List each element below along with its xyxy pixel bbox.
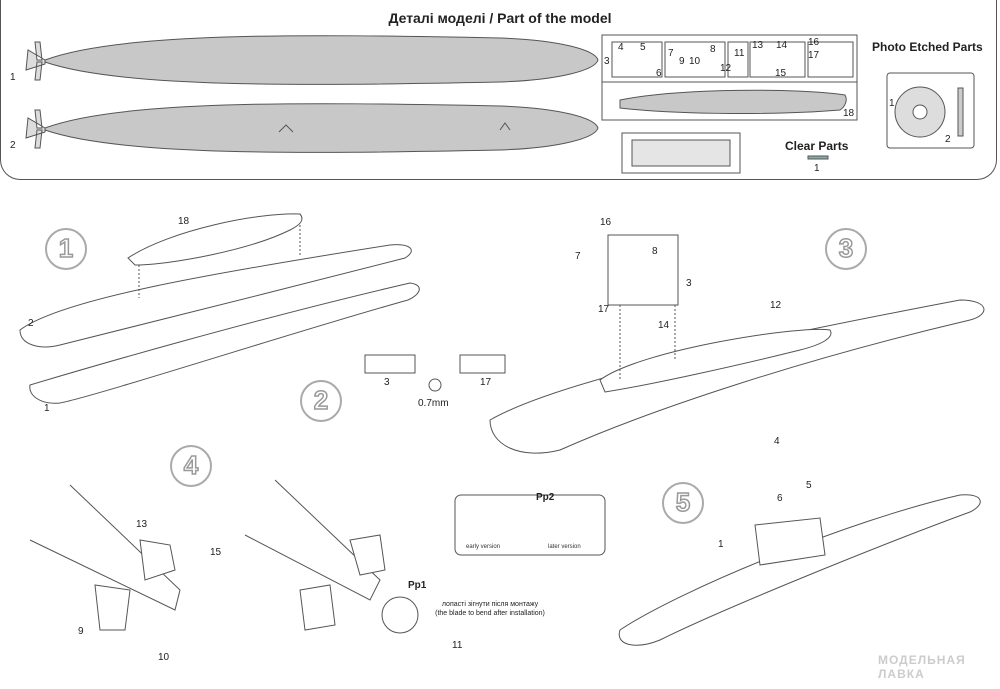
sprue-label: 18 bbox=[843, 108, 855, 119]
clear-parts-title: Clear Parts bbox=[785, 139, 849, 153]
pe-label: 2 bbox=[945, 134, 951, 145]
step4-label-11: 11 bbox=[452, 640, 463, 651]
step2-label: 3 bbox=[384, 377, 390, 388]
sprue-label: 3 bbox=[604, 56, 610, 67]
step3-label: 7 bbox=[575, 251, 581, 262]
hull-part-2 bbox=[44, 103, 599, 153]
step4-label: 13 bbox=[136, 519, 148, 530]
sprue-label: 10 bbox=[689, 56, 701, 67]
step5-label: 1 bbox=[718, 539, 724, 550]
step4-tail bbox=[29, 484, 181, 611]
step5-label: 4 bbox=[774, 436, 780, 447]
hull2-label: 2 bbox=[10, 140, 16, 151]
step4-note: лопасті зігнути після монтажу (the blade… bbox=[430, 600, 550, 618]
step3-label: 8 bbox=[652, 246, 658, 257]
watermark: МОДЕЛЬНАЯ ЛАВКА bbox=[878, 653, 966, 681]
step3-label: 17 bbox=[598, 304, 610, 315]
step3-label: 3 bbox=[686, 278, 692, 289]
step4-label: 15 bbox=[210, 547, 222, 558]
step1-deck bbox=[127, 213, 303, 266]
step1-label: 1 bbox=[44, 403, 50, 414]
sprue-label: 15 bbox=[775, 68, 787, 79]
early-version-label: early version bbox=[466, 544, 501, 550]
note-ua: лопасті зігнути після монтажу bbox=[441, 601, 539, 608]
step5-label: 6 bbox=[777, 493, 783, 504]
step3-label: 14 bbox=[658, 320, 670, 331]
step1-hull-lower bbox=[29, 282, 420, 404]
sprue-label: 5 bbox=[640, 42, 646, 53]
step-5-badge: 5 bbox=[662, 482, 704, 524]
step5-label: 5 bbox=[806, 480, 812, 491]
page-title: Деталі моделі / Part of the model bbox=[388, 10, 612, 26]
step5-pe-label: Pp2 bbox=[536, 492, 555, 503]
pe-propeller bbox=[894, 86, 946, 138]
step3-label: 12 bbox=[770, 300, 782, 311]
step-4-badge: 4 bbox=[170, 445, 212, 487]
sprue-label: 9 bbox=[679, 56, 685, 67]
pe-label: 1 bbox=[889, 98, 895, 109]
sprue-label: 11 bbox=[734, 48, 745, 59]
step4-label: 10 bbox=[158, 652, 170, 663]
later-version-label: later version bbox=[548, 544, 581, 550]
sprue-label: 6 bbox=[656, 68, 662, 79]
step1-label: 18 bbox=[178, 216, 190, 227]
measure-label: 0.7mm bbox=[418, 398, 449, 409]
step3-deck bbox=[599, 328, 832, 393]
step1-label: 2 bbox=[28, 318, 34, 329]
sprue-label: 17 bbox=[808, 50, 820, 61]
step4-pe-label: Pp1 bbox=[408, 580, 427, 591]
step3-hull bbox=[489, 299, 985, 454]
sprue-frame bbox=[601, 34, 975, 174]
sprue-deck-part bbox=[619, 89, 847, 115]
hull1-label: 1 bbox=[10, 72, 16, 83]
step2-label: 17 bbox=[480, 377, 492, 388]
step-2-badge: 2 bbox=[300, 380, 342, 422]
step3-label: 16 bbox=[600, 217, 612, 228]
sprue-label: 14 bbox=[776, 40, 788, 51]
note-en: (the blade to bend after installation) bbox=[435, 610, 545, 617]
step4-label: 9 bbox=[78, 626, 84, 637]
step-1-badge: 1 bbox=[45, 228, 87, 270]
clear-part-label: 1 bbox=[814, 163, 820, 174]
step4-tail-b bbox=[244, 479, 381, 601]
sprue-label: 8 bbox=[710, 44, 716, 55]
sprue-label: 13 bbox=[752, 40, 764, 51]
sprue-label: 16 bbox=[808, 37, 820, 48]
watermark-line1: МОДЕЛЬНАЯ bbox=[878, 653, 966, 667]
step-3-badge: 3 bbox=[825, 228, 867, 270]
sprue-label: 12 bbox=[720, 63, 732, 74]
sprue-label: 7 bbox=[668, 48, 674, 59]
watermark-line2: ЛАВКА bbox=[878, 667, 925, 681]
sprue-label: 4 bbox=[618, 42, 624, 53]
hull-part-1 bbox=[44, 35, 599, 85]
photo-etched-title: Photo Etched Parts bbox=[872, 40, 983, 54]
step5-sail bbox=[754, 517, 826, 566]
